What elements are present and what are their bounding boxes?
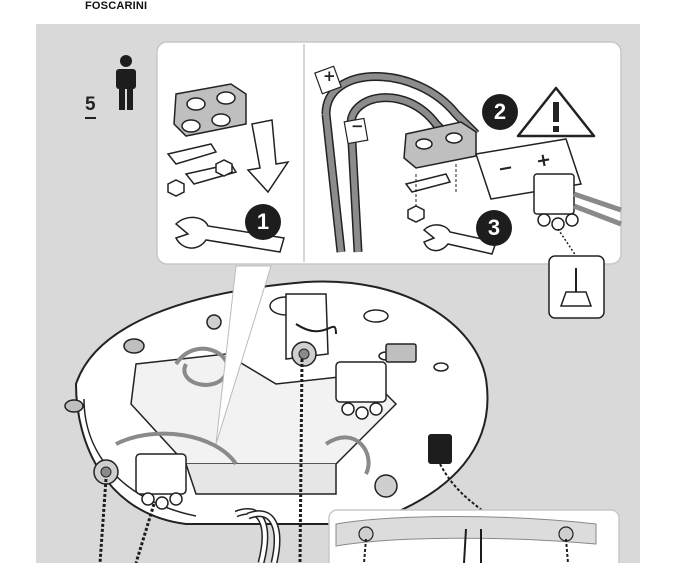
minus-label: − bbox=[351, 117, 364, 135]
step-number: 5 bbox=[85, 94, 96, 119]
detail-pointer bbox=[215, 265, 272, 445]
plus-tag bbox=[314, 65, 342, 95]
left-detail-parts bbox=[166, 83, 285, 253]
base-plate bbox=[64, 280, 489, 563]
callout-3: 3 bbox=[476, 210, 512, 246]
brand-logo: FOSCARINI bbox=[85, 0, 148, 12]
minus-tag bbox=[343, 117, 369, 145]
plus-label: + bbox=[323, 67, 336, 85]
wrench-icon bbox=[174, 216, 285, 253]
arrow-down-icon bbox=[246, 119, 290, 194]
right-detail-cables bbox=[321, 72, 622, 257]
callout-2: 2 bbox=[482, 94, 518, 130]
callout-1: 1 bbox=[245, 204, 281, 240]
person-icon bbox=[116, 55, 136, 110]
wrench-icon-2 bbox=[422, 224, 497, 255]
assembly-illustration: 5 1 2 3 + − − + bbox=[36, 24, 640, 563]
